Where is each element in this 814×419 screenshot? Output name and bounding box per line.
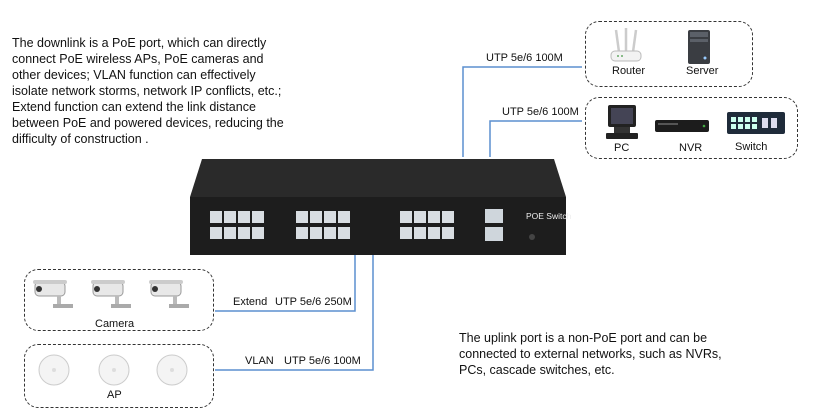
link-label-router-server: UTP 5e/6 100M	[486, 52, 563, 64]
poe-switch-device	[188, 157, 568, 262]
rj45-port	[252, 211, 264, 223]
pc-icon	[602, 103, 642, 146]
switch-caption: Switch	[735, 141, 768, 153]
uplink-description: The uplink port is a non-PoE port and ca…	[459, 331, 722, 377]
rj45-port	[296, 227, 308, 239]
router-caption: Router	[612, 65, 646, 77]
nvr-caption: NVR	[679, 142, 703, 154]
router-server-group	[585, 21, 753, 87]
server-icon	[684, 28, 714, 71]
router-icon	[608, 26, 644, 71]
rj45-port	[224, 227, 236, 239]
camera-caption: Camera	[95, 318, 135, 330]
rj45-port	[400, 227, 412, 239]
extend-cable-label: UTP 5e/6 250M	[275, 296, 352, 308]
rj45-port	[442, 227, 454, 239]
downlink-description: The downlink is a PoE port, which can di…	[12, 36, 284, 146]
link-line-cameras	[215, 255, 356, 312]
ap-group	[24, 344, 214, 408]
rj45-port	[238, 227, 250, 239]
rj45-port	[324, 211, 336, 223]
rj45-port	[400, 211, 412, 223]
camera-group	[24, 269, 214, 331]
nvr-icon	[654, 117, 710, 140]
pc-caption: PC	[614, 142, 630, 154]
link-line-aps	[215, 255, 374, 371]
rj45-port	[338, 227, 350, 239]
poe-switch-label: POE Switch	[526, 211, 572, 221]
link-label-pc-nvr-switch: UTP 5e/6 100M	[502, 106, 579, 118]
rj45-port	[414, 211, 426, 223]
rj45-port	[310, 211, 322, 223]
vlan-mode-label: VLAN	[245, 355, 274, 367]
ap-icon	[155, 353, 189, 392]
pc-nvr-switch-group	[585, 97, 798, 159]
rj45-port	[428, 211, 440, 223]
rj45-port	[252, 227, 264, 239]
link-line-pc-nvr-switch	[489, 120, 582, 157]
rj45-port	[296, 211, 308, 223]
switch-icon	[726, 110, 786, 141]
rj45-port	[442, 211, 454, 223]
rj45-port	[414, 227, 426, 239]
camera-icon	[33, 278, 79, 317]
link-line-router-server	[462, 66, 582, 157]
ap-icon	[97, 353, 131, 392]
camera-icon	[149, 278, 195, 317]
rj45-port	[338, 211, 350, 223]
rj45-port	[210, 211, 222, 223]
rj45-port	[224, 211, 236, 223]
ap-icon	[37, 353, 71, 392]
vlan-cable-label: UTP 5e/6 100M	[284, 355, 361, 367]
rj45-port	[210, 227, 222, 239]
ap-caption: AP	[107, 389, 122, 401]
rj45-port	[428, 227, 440, 239]
extend-mode-label: Extend	[233, 296, 268, 308]
rj45-port	[310, 227, 322, 239]
server-caption: Server	[686, 65, 719, 77]
rj45-port	[238, 211, 250, 223]
camera-icon	[91, 278, 137, 317]
rj45-port	[324, 227, 336, 239]
